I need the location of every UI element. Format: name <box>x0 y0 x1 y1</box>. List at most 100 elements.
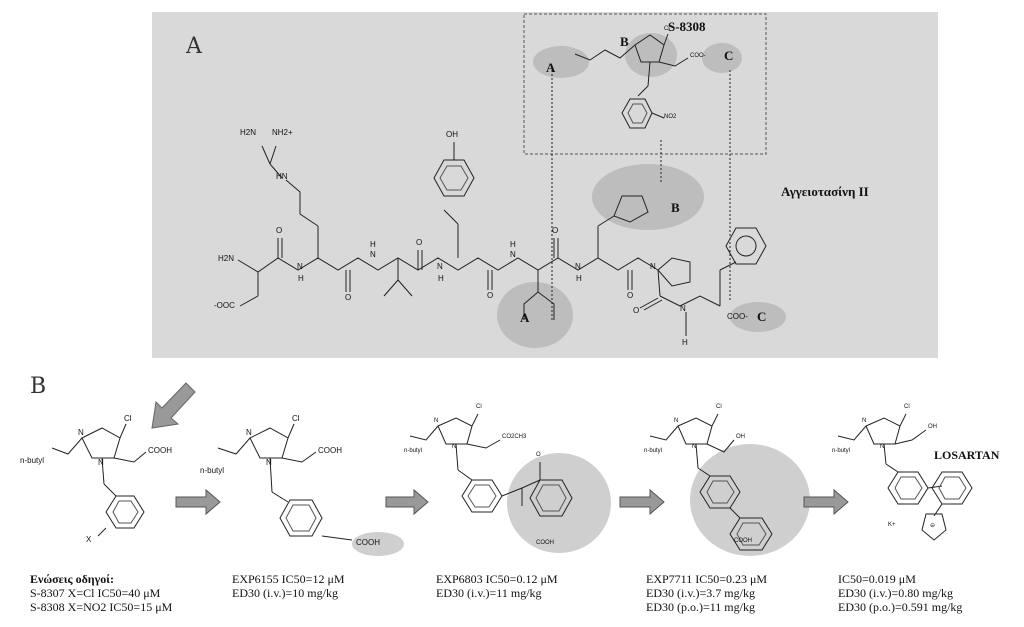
highlight-c-top <box>702 43 742 73</box>
atom-h-5: H <box>576 274 582 283</box>
s4-cooh: COOH <box>734 538 752 544</box>
highlight-a-top <box>533 46 589 78</box>
structure-4 <box>649 413 810 556</box>
atom-coo-s8308: COO- <box>690 53 706 59</box>
atom-o-1: O <box>276 226 283 235</box>
caption-4-line-1: EXP7711 IC50=0.23 μM <box>646 572 768 586</box>
s3-n: N <box>434 418 439 424</box>
s8308-structure <box>574 33 689 129</box>
atom-h2n-guan: H2N <box>240 128 257 137</box>
lead-arrow <box>151 382 196 429</box>
s4-n2: N <box>692 444 697 450</box>
s3-cl: Cl <box>476 404 482 410</box>
s5-oh: OH <box>928 424 937 430</box>
atom-h-3: H <box>438 274 444 283</box>
atom-n-1: N <box>297 262 303 271</box>
caption-4: EXP7711 IC50=0.23 μM ED30 (i.v.)=3.7 mg/… <box>646 572 767 614</box>
caption-1-line-3: S-8308 X=NO2 IC50=15 μM <box>30 600 173 614</box>
region-c-peptide: C <box>757 309 767 324</box>
structure-3 <box>409 413 611 553</box>
caption-1-line-2: S-8307 X=Cl IC50=40 μM <box>30 586 161 600</box>
highlight-c-peptide <box>730 302 786 332</box>
atom-o-5: O <box>552 226 559 235</box>
region-a-top: A <box>546 60 556 75</box>
s5-k-plus: K+ <box>888 522 896 528</box>
structure-2 <box>217 423 404 556</box>
caption-3-line-2: ED30 (i.v.)=11 mg/kg <box>436 586 542 600</box>
caption-5-line-2: ED30 (i.v.)=0.80 mg/kg <box>838 586 953 600</box>
losartan-label: LOSARTAN <box>934 448 1000 462</box>
atom-n-5: N <box>575 262 581 271</box>
caption-3-line-1: EXP6803 IC50=0.12 μM <box>436 572 558 586</box>
arrow-3 <box>619 488 665 516</box>
s1-n2: N <box>98 458 104 467</box>
s8308-label: S-8308 <box>668 19 706 34</box>
s3-cooh: COOH <box>536 540 554 546</box>
s5-cl: Cl <box>904 404 910 410</box>
atom-h2n-term: H2N <box>218 254 235 263</box>
s1-n: N <box>78 428 84 437</box>
atom-h-7: H <box>682 338 688 347</box>
s5-minus: ⊖ <box>930 523 936 529</box>
s5-n: N <box>862 418 867 424</box>
atom-n-6: N <box>650 262 656 271</box>
caption-1: Ενώσεις οδηγοί: S-8307 X=Cl IC50=40 μM S… <box>30 572 172 614</box>
panel-b-label: B <box>30 374 47 399</box>
structure-5 <box>837 413 973 541</box>
atom-o-6: O <box>627 291 634 300</box>
atom-hn-guan: HN <box>276 172 288 181</box>
atom-oh-tyr: OH <box>446 130 458 139</box>
highlight-a-peptide <box>497 282 573 348</box>
s3-co2ch3: CO2CH3 <box>502 434 527 440</box>
atom-o-7: O <box>633 306 640 315</box>
caption-1-line-1: Ενώσεις οδηγοί: <box>30 572 114 586</box>
s2-n2: N <box>266 458 272 467</box>
caption-5-line-3: ED30 (p.o.)=0.591 mg/kg <box>838 600 963 614</box>
s3-nbutyl: n-butyl <box>404 448 423 454</box>
s4-nbutyl: n-butyl <box>644 448 663 454</box>
angiotensin-backbone <box>237 142 767 336</box>
s5-n2: N <box>880 444 885 450</box>
atom-nh2-plus: NH2+ <box>272 128 293 137</box>
caption-2-line-1: EXP6155 IC50=12 μM <box>232 572 345 586</box>
atom-coo-asp: -OOC <box>214 301 235 310</box>
region-b-peptide: B <box>671 200 680 215</box>
atom-h-4: H <box>510 240 516 249</box>
s3-o: O <box>536 452 541 458</box>
s1-nbutyl: n-butyl <box>20 456 45 465</box>
arrow-1 <box>175 488 221 516</box>
caption-2: EXP6155 IC50=12 μM ED30 (i.v.)=10 mg/kg <box>232 572 345 600</box>
highlight-b-top <box>625 33 677 77</box>
process-arrows <box>175 488 849 516</box>
s1-cooh: COOH <box>148 446 172 455</box>
atom-h-1: H <box>298 274 304 283</box>
caption-5-line-1: IC50=0.019 μM <box>838 572 916 586</box>
caption-5: IC50=0.019 μM ED30 (i.v.)=0.80 mg/kg ED3… <box>838 572 962 614</box>
atom-n-7: N <box>680 304 686 313</box>
s4-n: N <box>674 418 679 424</box>
atom-o-2: O <box>345 293 352 302</box>
caption-3: EXP6803 IC50=0.12 μM ED30 (i.v.)=11 mg/k… <box>436 572 558 600</box>
atom-n-3: N <box>437 262 443 271</box>
atom-cl-s8308: Cl <box>664 26 670 32</box>
atom-o-3: O <box>416 238 423 247</box>
atom-no2: NO2 <box>664 114 677 120</box>
atom-h-2: H <box>370 240 376 249</box>
s2-cooh: COOH <box>318 446 342 455</box>
structure-1 <box>51 423 147 537</box>
s1-cl: Cl <box>124 414 132 423</box>
s2-n: N <box>246 428 252 437</box>
highlight-b-peptide <box>592 164 704 230</box>
s1-x: X <box>86 535 92 544</box>
arrow-2 <box>385 488 429 516</box>
s5-nbutyl: n-butyl <box>832 448 851 454</box>
s3-n2: N <box>452 444 457 450</box>
s4-oh: OH <box>736 434 745 440</box>
panel-a-label: A <box>186 34 202 59</box>
atom-n-4: N <box>510 250 516 259</box>
s2-cl: Cl <box>292 414 300 423</box>
s4-cl: Cl <box>716 404 722 410</box>
s8308-box <box>523 13 767 155</box>
